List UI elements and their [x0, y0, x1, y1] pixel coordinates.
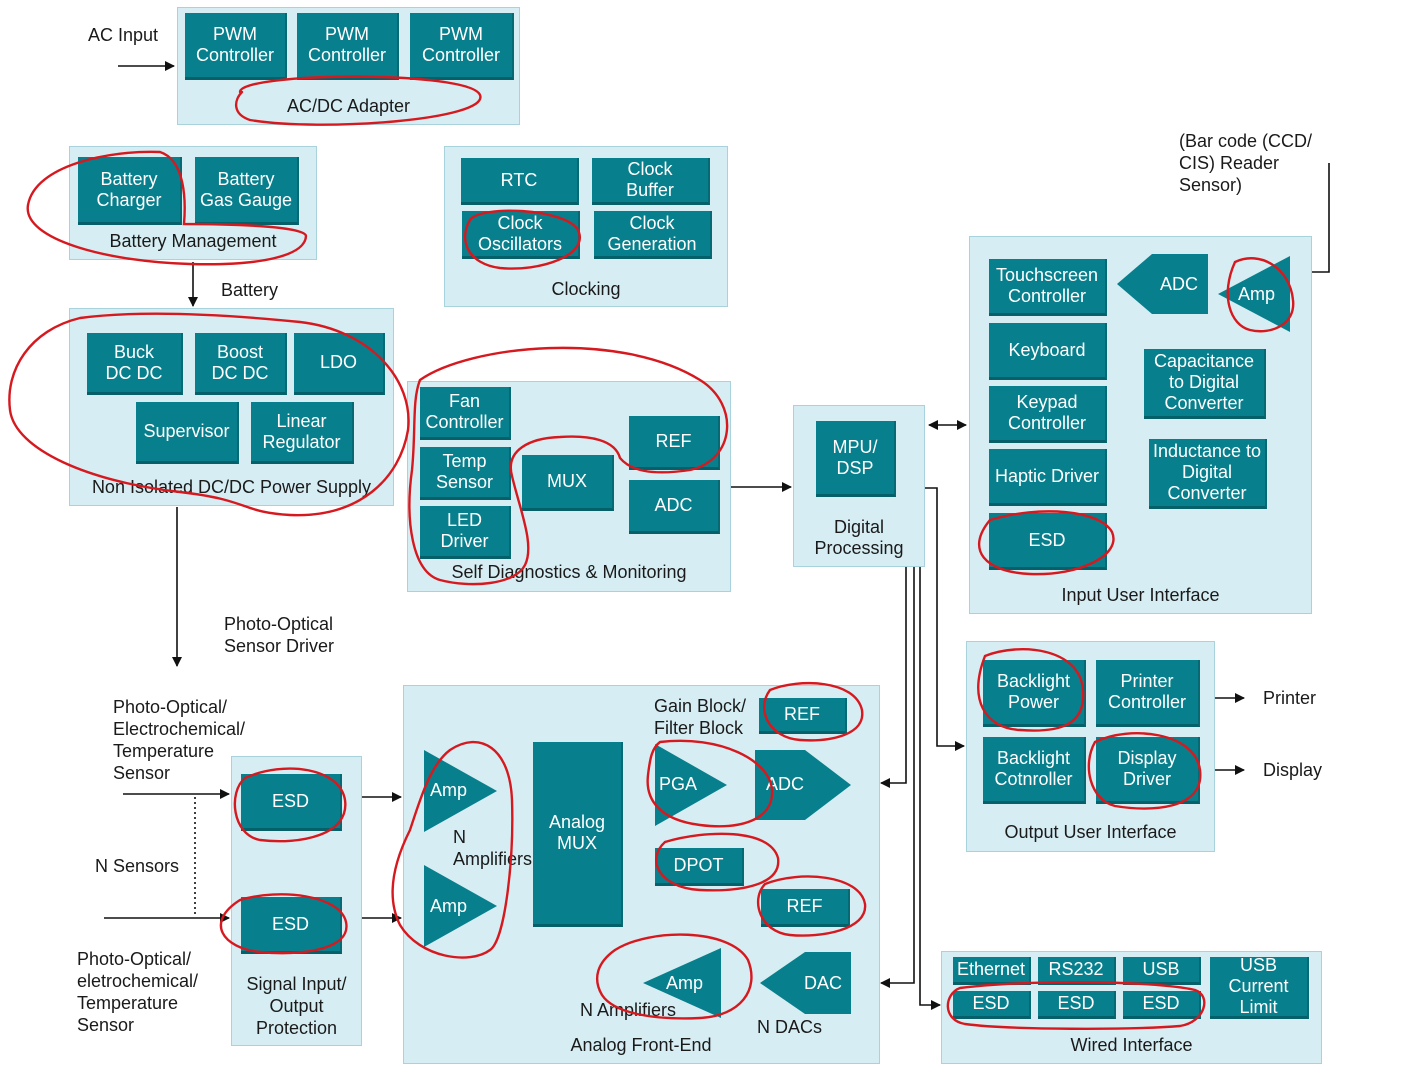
ref-block: REF: [759, 698, 847, 734]
battery-label: Battery: [221, 280, 279, 300]
amp-block-label: Amp: [430, 896, 468, 916]
keypad-controller-block: Keypad Controller: [989, 386, 1107, 443]
power-supply-title: Non Isolated DC/DC Power Supply: [91, 477, 372, 497]
battery-management-title: Battery Management: [109, 231, 277, 251]
printer-label: Printer: [1263, 688, 1317, 708]
supervisor-block: Supervisor: [136, 402, 239, 464]
ethernet-block: Ethernet: [953, 957, 1031, 985]
led-driver-block: LED Driver: [420, 506, 511, 559]
battery-charger-block: Battery Charger: [78, 157, 182, 225]
display-label: Display: [1263, 760, 1323, 780]
temp-sensor-block: Temp Sensor: [420, 447, 511, 500]
backlight-controller-block: Backlight Cotnroller: [983, 737, 1086, 804]
clock-generation-block: Clock Generation: [594, 211, 712, 259]
sensor-bottom-label: Photo-Optical/eletrochemical/Temperature…: [77, 949, 199, 1035]
backlight-power-block: Backlight Power: [983, 660, 1086, 727]
linear-regulator-block: Linear Regulator: [251, 402, 354, 464]
clock-buffer-block: Clock Buffer: [592, 158, 710, 205]
haptic-driver-block: Haptic Driver: [989, 449, 1107, 506]
esd-block: ESD: [989, 513, 1107, 570]
esd-block: ESD: [241, 897, 342, 954]
adc-block-label: ADC: [1160, 274, 1199, 294]
analog-mux-block: Analog MUX: [533, 742, 623, 927]
touchscreen-controller-block: Touchscreen Controller: [989, 259, 1107, 316]
clock-oscillators-block: Clock Oscillators: [462, 211, 580, 259]
n-amplifiers-output-label: N Amplifiers: [580, 1000, 677, 1020]
sensor-top-label: Photo-Optical/Electrochemical/Temperatur…: [113, 697, 246, 783]
display-driver-block: Display Driver: [1096, 737, 1200, 804]
input-user-interface-title: Input User Interface: [1061, 585, 1220, 605]
adc-block-label: ADC: [766, 774, 805, 794]
usb-current-limit-block: USB Current Limit: [1210, 955, 1309, 1019]
mpu-dsp-block: MPU/ DSP: [816, 421, 896, 497]
clocking-title: Clocking: [551, 279, 621, 299]
analog-front-end-title: Analog Front-End: [570, 1035, 712, 1055]
capacitance-to-digital-block: Capacitance to Digital Converter: [1144, 349, 1266, 419]
output-user-interface-title: Output User Interface: [1004, 822, 1177, 842]
ref-block: REF: [629, 416, 720, 470]
wired-interface-title: Wired Interface: [1070, 1035, 1193, 1055]
pwm-controller-block: PWM Controller: [185, 13, 287, 80]
signal-protection-title: Signal Input/ Output Protection: [246, 974, 347, 1038]
amp-block-label: Amp: [666, 973, 704, 993]
amp-block-label: Amp: [1238, 284, 1276, 304]
self-diagnostics-title: Self Diagnostics & Monitoring: [451, 562, 687, 582]
ac-input-label: AC Input: [88, 25, 159, 45]
dpot-block: DPOT: [655, 848, 744, 886]
n-sensors-label: N Sensors: [95, 856, 180, 876]
keyboard-block: Keyboard: [989, 323, 1107, 380]
fan-controller-block: Fan Controller: [420, 387, 511, 440]
esd-block: ESD: [953, 991, 1031, 1019]
printer-controller-block: Printer Controller: [1096, 660, 1200, 727]
adc-block: ADC: [629, 480, 720, 534]
pga-block-label: PGA: [659, 774, 698, 794]
pwm-controller-block: PWM Controller: [297, 13, 399, 80]
boost-dc-dc-block: Boost DC DC: [195, 333, 287, 395]
mux-block: MUX: [522, 455, 614, 511]
battery-gas-gauge-block: Battery Gas Gauge: [195, 157, 299, 225]
digital-processing-title: Digital Processing: [814, 517, 904, 558]
amp-block-label: Amp: [430, 780, 468, 800]
pwm-controller-block: PWM Controller: [410, 13, 514, 80]
esd-block: ESD: [1038, 991, 1116, 1019]
usb-block: USB: [1123, 957, 1201, 985]
rtc-block: RTC: [461, 158, 579, 205]
dac-block-label: DAC: [804, 973, 843, 993]
ref-block: REF: [761, 889, 850, 927]
gain-filter-block-label: Gain Block/Filter Block: [654, 696, 747, 738]
ldo-block: LDO: [294, 333, 385, 395]
esd-block: ESD: [241, 774, 342, 831]
inductance-to-digital-block: Inductance to Digital Converter: [1149, 439, 1267, 509]
esd-block: ESD: [1123, 991, 1201, 1019]
rs232-block: RS232: [1038, 957, 1116, 985]
buck-dc-dc-block: Buck DC DC: [87, 333, 183, 395]
n-dacs-label: N DACs: [757, 1017, 823, 1037]
acdc-adapter-title: AC/DC Adapter: [286, 96, 411, 116]
